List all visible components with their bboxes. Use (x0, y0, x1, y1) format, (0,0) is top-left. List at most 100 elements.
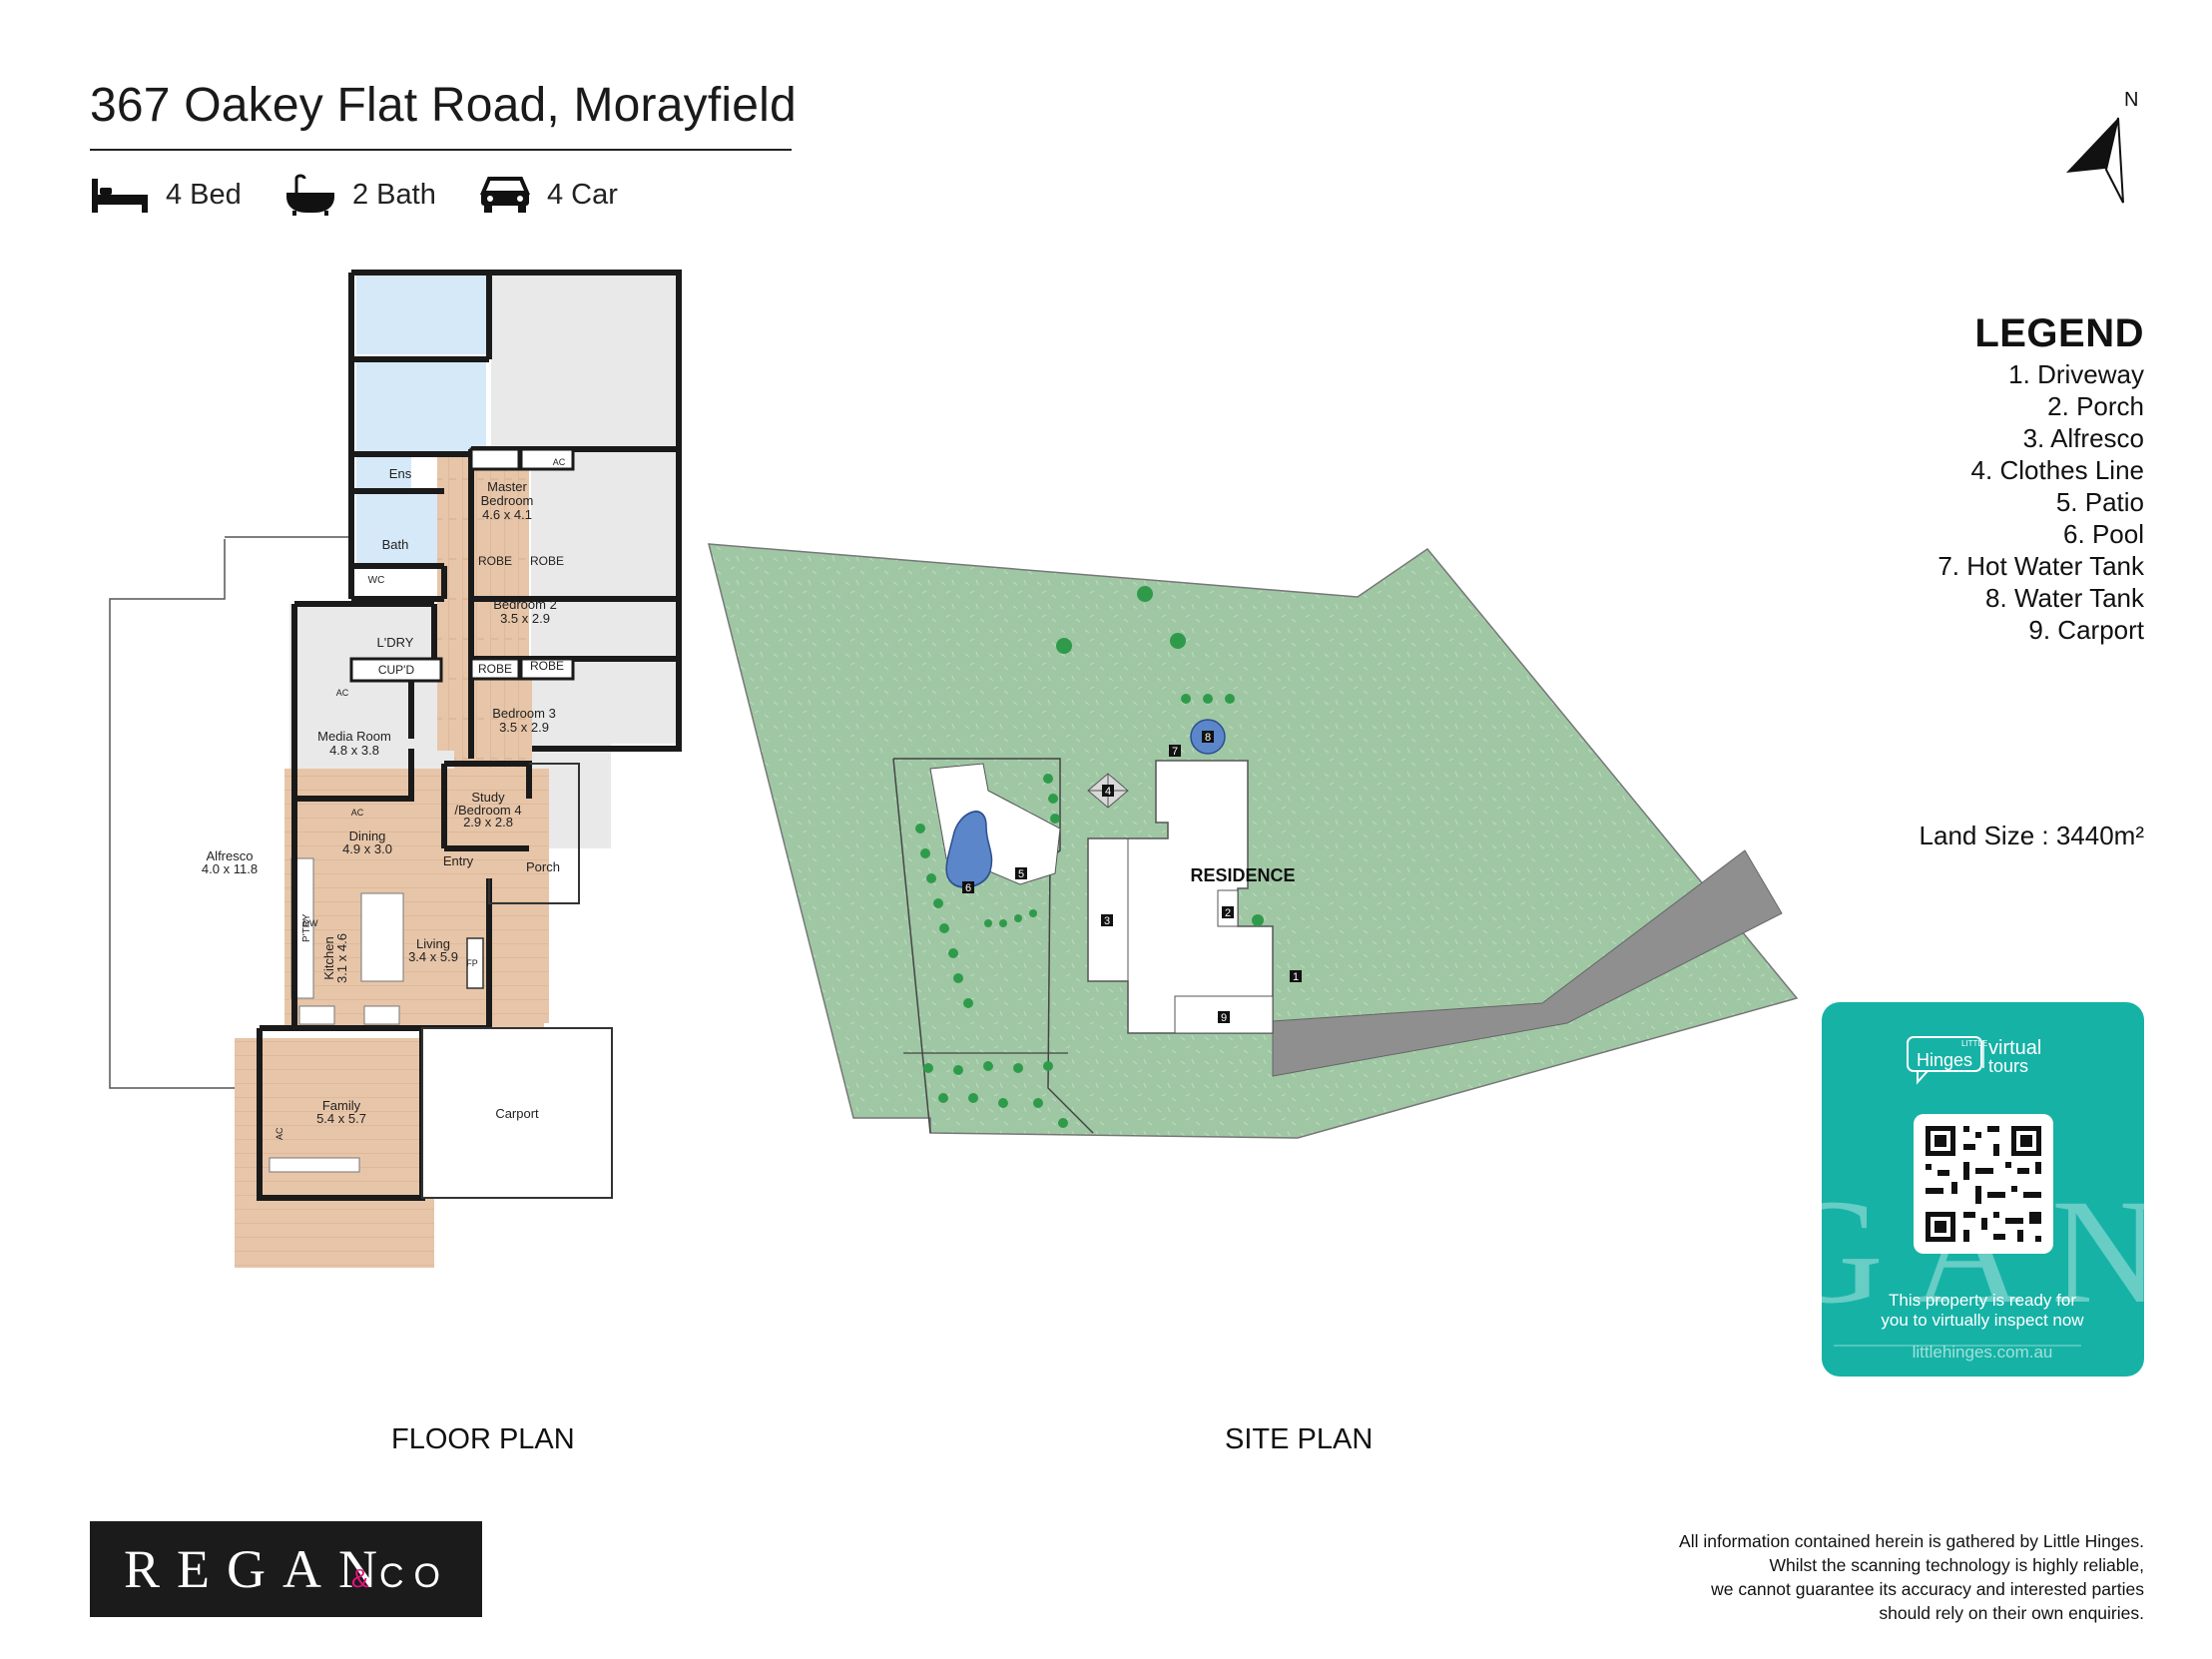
study-label: Study (471, 790, 505, 805)
ensuite-label: Ens (389, 466, 412, 481)
car-icon (479, 177, 531, 213)
disclaimer-line: should rely on their own enquiries. (1879, 1603, 2144, 1623)
bedroom-2-area (531, 449, 676, 599)
carport-outline (421, 1027, 613, 1199)
bed-count: 4 Bed (166, 178, 242, 211)
site-plan: RESIDENCE 1 2 3 4 5 6 7 8 9 (708, 543, 1799, 1139)
alfresco-size: 4.0 x 11.8 (202, 861, 258, 876)
bath-icon (286, 174, 334, 216)
kitchen-island (360, 892, 404, 982)
alfresco-outline (109, 539, 275, 1089)
dw-label: DW (303, 918, 318, 928)
wc-area (356, 454, 411, 489)
virtual-tour-line-1: This property is ready for (1889, 1291, 2076, 1310)
ensuite-area (356, 275, 486, 354)
pool (945, 811, 993, 888)
marker-8: 8 (1205, 732, 1211, 744)
car-count: 4 Car (547, 178, 618, 211)
legend-item: 7. Hot Water Tank (1937, 551, 2144, 581)
agency-suffix: CO (379, 1557, 450, 1595)
bath-area (356, 359, 486, 454)
virtual-tour-card[interactable]: GAN LITTLE Hinges virtual tours (1822, 1002, 2144, 1377)
legend-item: 2. Porch (2047, 391, 2144, 421)
site-markers: 1 2 3 4 5 6 7 8 9 (962, 731, 1302, 1024)
robe-label-4: ROBE (530, 659, 564, 673)
marker-1: 1 (1293, 971, 1299, 983)
residence-building (1087, 760, 1274, 1034)
marker-7: 7 (1172, 746, 1178, 758)
bed-feature: 4 Bed (90, 170, 242, 220)
ac-label-4: AC (275, 1127, 284, 1140)
legend-item: 3. Alfresco (2022, 423, 2144, 453)
kitchen-label: Kitchen (321, 936, 336, 979)
dining-label: Dining (349, 829, 386, 843)
legend-item: 6. Pool (2063, 519, 2144, 549)
north-compass-icon: N (2066, 89, 2138, 204)
bath-count: 2 Bath (352, 178, 436, 211)
legend-item: 9. Carport (2028, 615, 2144, 645)
north-label: N (2124, 89, 2138, 111)
site-plan-label: SITE PLAN (1225, 1423, 1374, 1455)
trees (915, 586, 1264, 1128)
marker-3: 3 (1104, 915, 1110, 927)
media-room-label: Media Room (317, 729, 391, 744)
disclaimer-line: we cannot guarantee its accuracy and int… (1711, 1579, 2144, 1599)
residence-label: RESIDENCE (1190, 865, 1295, 885)
land-parcel (708, 543, 1799, 1139)
marker-2: 2 (1225, 907, 1231, 919)
agency-name: REGAN (124, 1539, 394, 1599)
study-size: 2.9 x 2.8 (463, 815, 513, 830)
logo-virtual: virtual (1988, 1037, 2041, 1059)
disclaimer-line: Whilst the scanning technology is highly… (1769, 1555, 2144, 1575)
bed-icon (92, 179, 148, 213)
family-label: Family (322, 1098, 361, 1113)
disclaimer-line: All information contained herein is gath… (1679, 1531, 2144, 1551)
website-link[interactable]: littlehinges.com.au (1913, 1343, 2053, 1362)
living-label: Living (416, 936, 450, 951)
dining-size: 4.9 x 3.0 (342, 841, 392, 856)
land-size: Land Size : 3440m² (1919, 821, 2144, 850)
page-title: 367 Oakey Flat Road, Morayfield (90, 79, 797, 132)
family-floor (235, 1038, 434, 1268)
bath-label: Bath (382, 537, 409, 552)
ac-label-3: AC (351, 808, 364, 818)
pantry-label: P'TRY (301, 913, 312, 942)
marker-9: 9 (1221, 1012, 1227, 1024)
robe-label-3: ROBE (478, 662, 512, 676)
legend: LEGEND 1. Driveway 2. Porch 3. Alfresco … (1937, 311, 2144, 646)
laundry-label: L'DRY (377, 635, 414, 650)
agency-logo: REGAN & CO (90, 1521, 482, 1617)
logo-hinges: Hinges (1917, 1050, 1972, 1070)
fireplace (466, 937, 484, 989)
logo-tours: tours (1988, 1056, 2028, 1076)
floor-plan: Ens Master Bedroom 4.6 x 4.1 Bath WC ROB… (109, 270, 682, 1268)
wc-label: WC (368, 575, 385, 586)
agency-ampersand: & (351, 1563, 368, 1593)
legend-item: 1. Driveway (2008, 359, 2144, 389)
bedroom-2-label: Bedroom 2 (493, 597, 557, 612)
qr-code[interactable] (1914, 1114, 2053, 1254)
robe-label-2: ROBE (530, 554, 564, 568)
porch-outline (488, 763, 580, 904)
robe-label-1: ROBE (478, 554, 512, 568)
legend-item: 8. Water Tank (1985, 583, 2144, 613)
legend-item: 5. Patio (2055, 487, 2144, 517)
carport-label: Carport (495, 1106, 539, 1121)
floor-plan-label: FLOOR PLAN (391, 1423, 575, 1455)
bedroom-3-label: Bedroom 3 (492, 706, 556, 721)
logo-little: LITTLE (1961, 1039, 1987, 1048)
entry-label: Entry (443, 853, 474, 868)
ac-label-2: AC (336, 688, 349, 698)
driveway (1272, 849, 1783, 1077)
master-label: Master (487, 479, 527, 494)
bedroom-3-size: 3.5 x 2.9 (499, 720, 549, 735)
ac-label-1: AC (553, 457, 566, 467)
master-bedroom-area (491, 275, 676, 449)
alfresco-label: Alfresco (207, 848, 254, 863)
study-label-2: /Bedroom 4 (454, 803, 521, 818)
virtual-tour-line-2: you to virtually inspect now (1881, 1311, 2084, 1330)
fp-label: FP (466, 958, 478, 968)
living-size: 3.4 x 5.9 (408, 949, 458, 964)
marker-4: 4 (1105, 786, 1111, 798)
car-feature: 4 Car (479, 170, 618, 220)
